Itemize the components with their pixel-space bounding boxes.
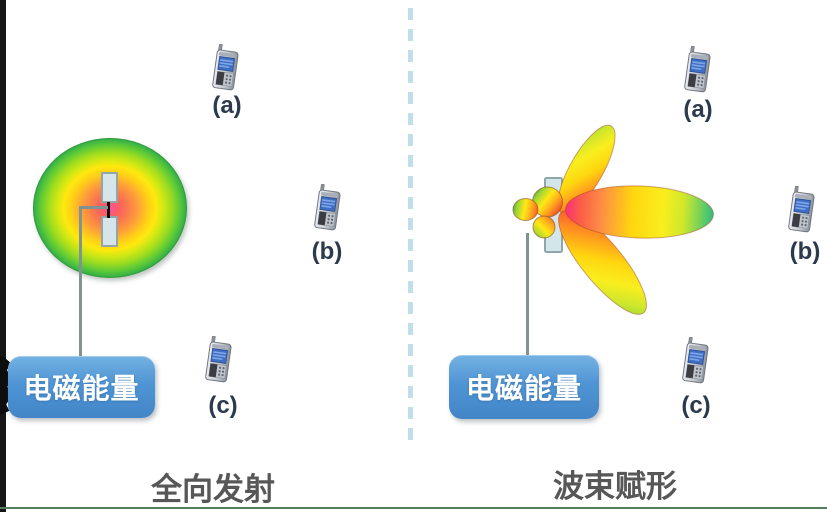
left-section-caption: 全向发射	[151, 472, 275, 507]
beamforming-lobes-pattern	[512, 124, 714, 315]
antenna-feed-line	[107, 202, 110, 218]
mobile-phone-icon	[786, 186, 818, 236]
device-label-c: (c)	[208, 392, 238, 419]
device-label-b: (b)	[789, 238, 821, 265]
callout-line	[79, 206, 82, 357]
mobile-phone-icon	[312, 184, 344, 234]
beam-lobe-lower	[558, 210, 647, 315]
right-section-caption: 波束赋形	[553, 469, 677, 504]
beam-sidelobe	[512, 198, 539, 221]
mobile-phone-icon	[203, 336, 235, 386]
mobile-phone-icon	[210, 44, 242, 94]
energy-label-box: 电磁能量	[8, 356, 155, 418]
dipole-antenna-icon	[101, 216, 118, 247]
callout-line	[79, 206, 108, 209]
mobile-phone-icon	[682, 46, 714, 96]
omnidirectional-radiation-pattern	[33, 138, 187, 278]
bottom-border-line	[0, 507, 827, 509]
device-label-b: (b)	[311, 238, 343, 265]
device-label-a: (a)	[683, 96, 713, 123]
device-label-a: (a)	[212, 92, 242, 119]
dipole-antenna-icon	[101, 172, 118, 203]
energy-label-box: 电磁能量	[449, 355, 599, 419]
section-divider-dashed-line	[408, 8, 413, 448]
mobile-phone-icon	[680, 337, 712, 387]
callout-line	[526, 233, 529, 356]
beam-lobe-main	[565, 185, 714, 239]
beam-sidelobe	[532, 215, 556, 239]
left-torn-edge	[0, 0, 6, 512]
device-label-c: (c)	[681, 392, 711, 419]
